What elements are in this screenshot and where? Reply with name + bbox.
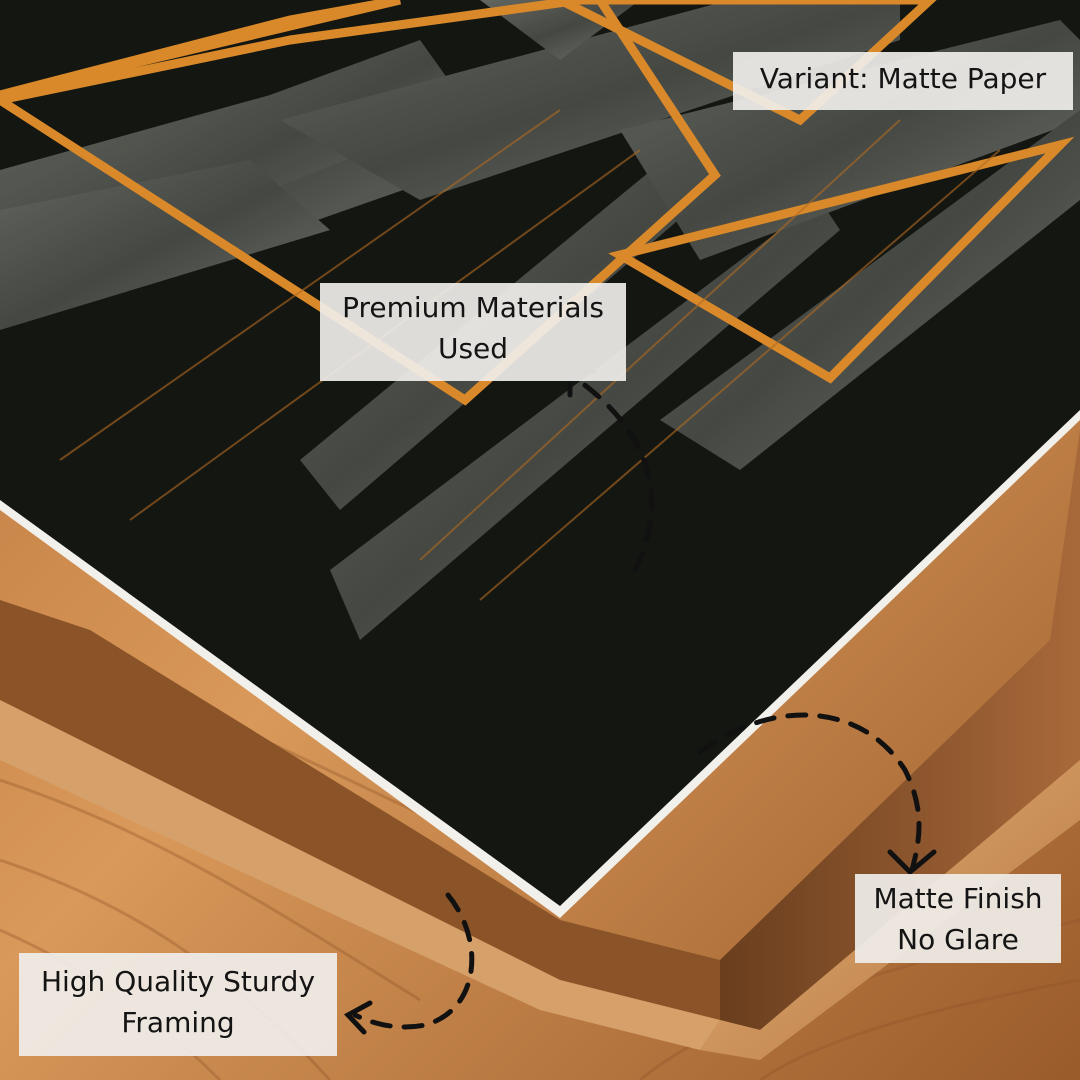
framing-label: High Quality Sturdy Framing — [19, 953, 337, 1056]
matte-label-line-1: Matte Finish — [873, 882, 1043, 915]
frame-front-edge — [0, 700, 720, 1050]
artwork-panels — [0, 0, 1080, 640]
variant-label: Variant: Matte Paper — [733, 52, 1073, 110]
arrow-matte — [697, 712, 937, 876]
framing-label-line-1: High Quality Sturdy — [40, 965, 316, 998]
matte-finish-label: Matte Finish No Glare — [855, 874, 1061, 963]
frame-inner-wall — [720, 430, 1080, 1030]
matte-label-line-2: No Glare — [897, 923, 1019, 956]
arrow-framing — [343, 892, 475, 1035]
premium-materials-label: Premium Materials Used — [320, 283, 626, 381]
premium-label-line-2: Used — [437, 332, 509, 365]
premium-label-line-1: Premium Materials — [342, 291, 604, 324]
variant-label-text: Variant: Matte Paper — [759, 62, 1047, 95]
frame-inner-left — [0, 600, 720, 1020]
frame-top-edge — [700, 760, 1080, 1060]
framing-label-line-2: Framing — [121, 1006, 235, 1039]
